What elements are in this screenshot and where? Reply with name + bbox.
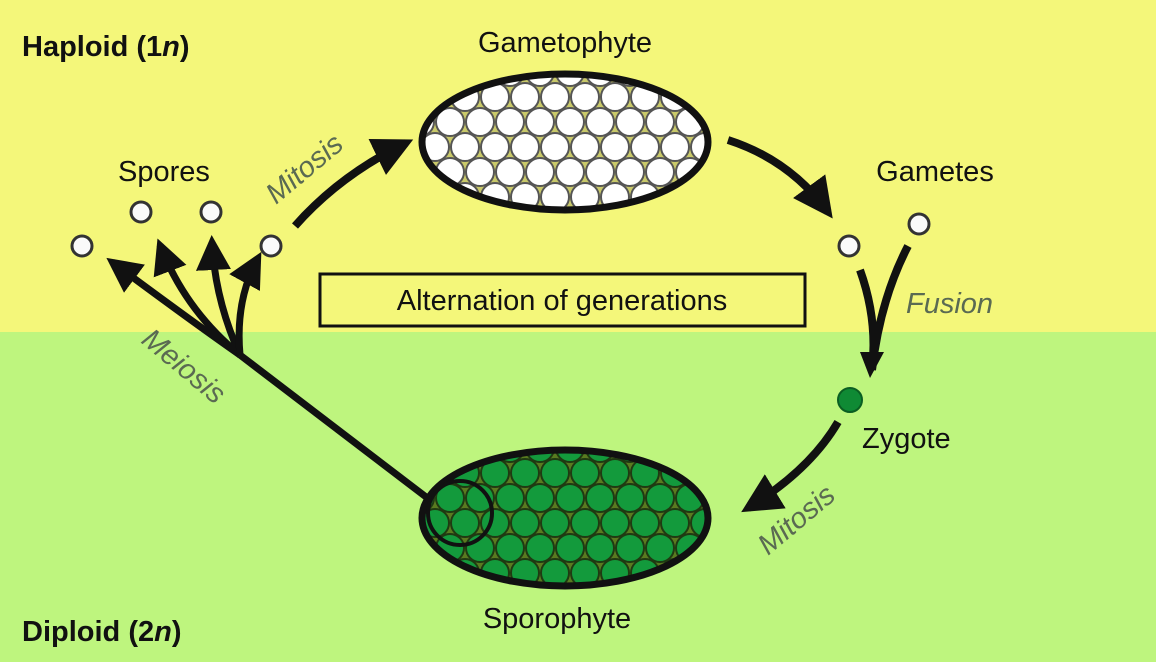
- cell: [600, 508, 630, 538]
- cell: [510, 132, 540, 162]
- cell: [540, 132, 570, 162]
- title-box: Alternation of generations: [318, 272, 807, 328]
- cell: [555, 157, 585, 187]
- spore-3: [199, 200, 223, 224]
- cell: [570, 458, 600, 488]
- cell: [555, 483, 585, 513]
- cell: [465, 483, 495, 513]
- zygote-label: Zygote: [862, 423, 951, 455]
- cell: [645, 157, 675, 187]
- cell: [615, 107, 645, 137]
- gametophyte-body: [418, 70, 712, 214]
- cell: [450, 508, 480, 538]
- cell: [585, 483, 615, 513]
- diploid-label: Diploid (2n): [22, 616, 182, 648]
- cell: [615, 157, 645, 187]
- arrow-to-spore-4: [229, 251, 262, 356]
- cell: [525, 533, 555, 563]
- gametes-label: Gametes: [876, 156, 994, 188]
- cell: [540, 458, 570, 488]
- gametophyte-label: Gametophyte: [478, 27, 652, 59]
- diagram-title: Alternation of generations: [397, 285, 728, 317]
- arrow-spores-to-gametophyte: [292, 138, 414, 229]
- cell: [525, 483, 555, 513]
- zygote-cell: [837, 387, 863, 413]
- cell: [600, 458, 630, 488]
- cell: [630, 508, 660, 538]
- cell: [615, 483, 645, 513]
- cell: [600, 82, 630, 112]
- cell: [465, 107, 495, 137]
- cell: [510, 82, 540, 112]
- cell: [480, 132, 510, 162]
- arrow-to-spore-2: [153, 238, 243, 358]
- cell: [570, 82, 600, 112]
- cell: [660, 508, 690, 538]
- cell: [585, 107, 615, 137]
- cell: [555, 74, 585, 87]
- cell: [630, 132, 660, 162]
- cell: [615, 533, 645, 563]
- cell: [465, 157, 495, 187]
- cell: [540, 182, 570, 210]
- haploid-label: Haploid (1n): [22, 31, 190, 63]
- fusion-label: Fusion: [906, 288, 993, 320]
- cell: [570, 132, 600, 162]
- cell: [540, 558, 570, 586]
- spore-2: [129, 200, 153, 224]
- cell: [495, 107, 525, 137]
- cell: [570, 182, 600, 210]
- cell: [555, 533, 585, 563]
- cell: [645, 107, 675, 137]
- sporophyte-label: Sporophyte: [483, 603, 631, 635]
- cell: [540, 508, 570, 538]
- cell: [570, 558, 600, 586]
- gamete-1: [837, 234, 861, 258]
- cell: [525, 157, 555, 187]
- cell: [422, 132, 450, 162]
- spore-4: [259, 234, 283, 258]
- cell: [600, 132, 630, 162]
- cell: [645, 533, 675, 563]
- cell: [510, 508, 540, 538]
- cell: [585, 157, 615, 187]
- cell: [495, 483, 525, 513]
- cell: [495, 533, 525, 563]
- arrow-to-spore-3: [195, 235, 244, 357]
- cell: [510, 458, 540, 488]
- cell: [555, 450, 585, 463]
- gamete-2: [907, 212, 931, 236]
- cell: [435, 107, 465, 137]
- sporangium-circle: [426, 479, 494, 547]
- cell: [585, 533, 615, 563]
- arrow-gametophyte-to-gametes: [726, 136, 833, 219]
- arrow-zygote-to-sporophyte: [741, 419, 842, 513]
- spores-label: Spores: [118, 156, 210, 188]
- cell: [540, 82, 570, 112]
- cell: [645, 483, 675, 513]
- cell: [555, 107, 585, 137]
- cell: [495, 157, 525, 187]
- spore-1: [70, 234, 94, 258]
- cell: [660, 132, 690, 162]
- cell: [525, 107, 555, 137]
- cell: [450, 132, 480, 162]
- cell: [570, 508, 600, 538]
- meiosis-trunk: [237, 352, 433, 503]
